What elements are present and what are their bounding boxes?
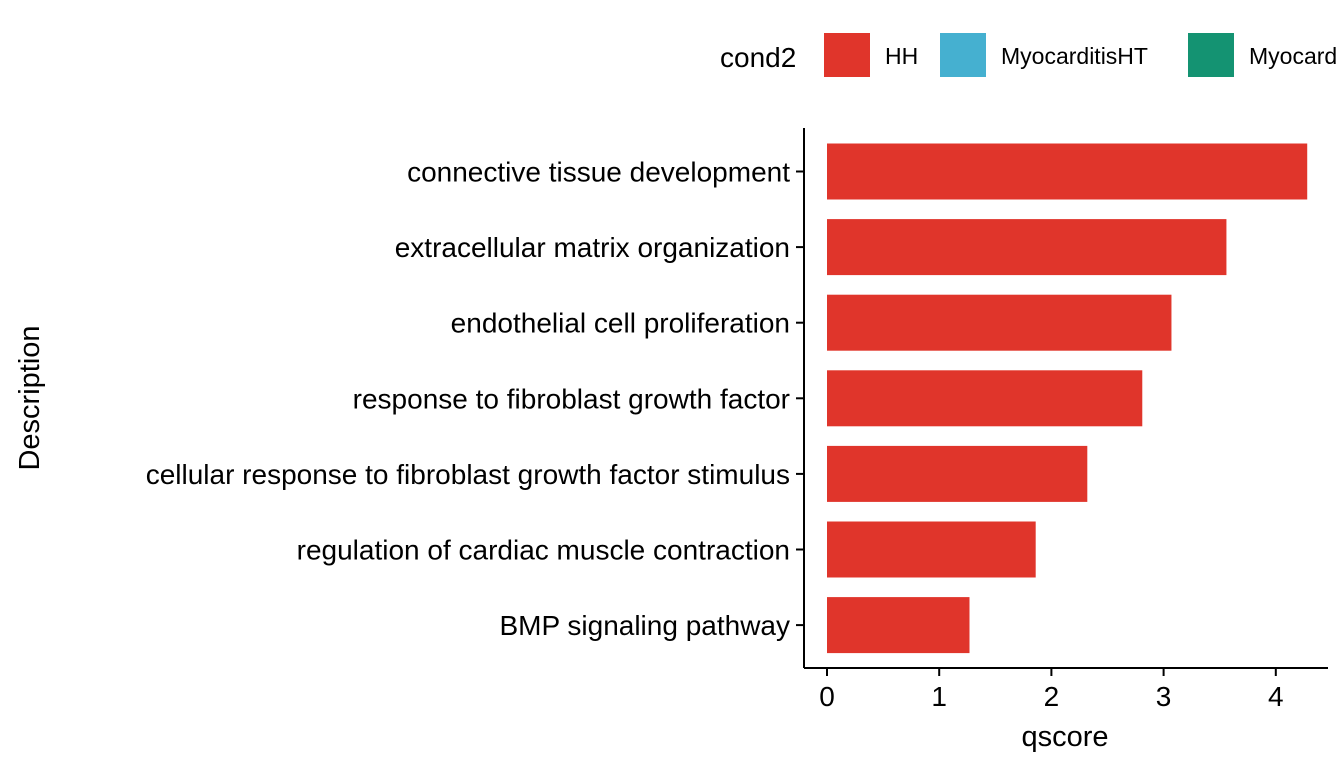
y-axis-title: Description	[14, 325, 46, 470]
legend-key	[1188, 33, 1234, 77]
x-tick-label: 1	[931, 681, 947, 712]
bar	[827, 521, 1036, 578]
y-tick-label: endothelial cell proliferation	[451, 308, 790, 339]
x-tick-label: 0	[819, 681, 835, 712]
bar	[827, 219, 1227, 276]
bar	[827, 294, 1172, 351]
y-tick-label: cellular response to fibroblast growth f…	[146, 459, 790, 490]
y-tick-label: response to fibroblast growth factor	[353, 383, 790, 414]
legend-title: cond2	[720, 42, 796, 73]
y-tick-label: BMP signaling pathway	[499, 610, 790, 641]
axes: 0 1 2 3 4 connective tissue development extrac…	[146, 128, 1328, 712]
axis-labels: qscore Description	[14, 325, 1109, 753]
legend: cond2 HH MyocarditisHT Myocard	[720, 33, 1337, 77]
legend-label: HH	[885, 43, 918, 69]
legend-key	[940, 33, 986, 77]
bar	[827, 597, 970, 654]
legend-label: Myocard	[1249, 43, 1337, 69]
bars	[827, 143, 1308, 654]
bar	[827, 445, 1088, 502]
y-tick-label: regulation of cardiac muscle contraction	[297, 535, 790, 566]
legend-key	[824, 33, 870, 77]
x-tick-label: 2	[1044, 681, 1060, 712]
legend-label: MyocarditisHT	[1001, 43, 1148, 69]
y-tick-label: connective tissue development	[407, 157, 790, 188]
x-axis-title: qscore	[1021, 721, 1108, 753]
bar	[827, 143, 1308, 200]
x-tick-label: 3	[1156, 681, 1172, 712]
y-tick-label: extracellular matrix organization	[395, 232, 790, 263]
x-tick-label: 4	[1268, 681, 1284, 712]
bar	[827, 370, 1143, 427]
